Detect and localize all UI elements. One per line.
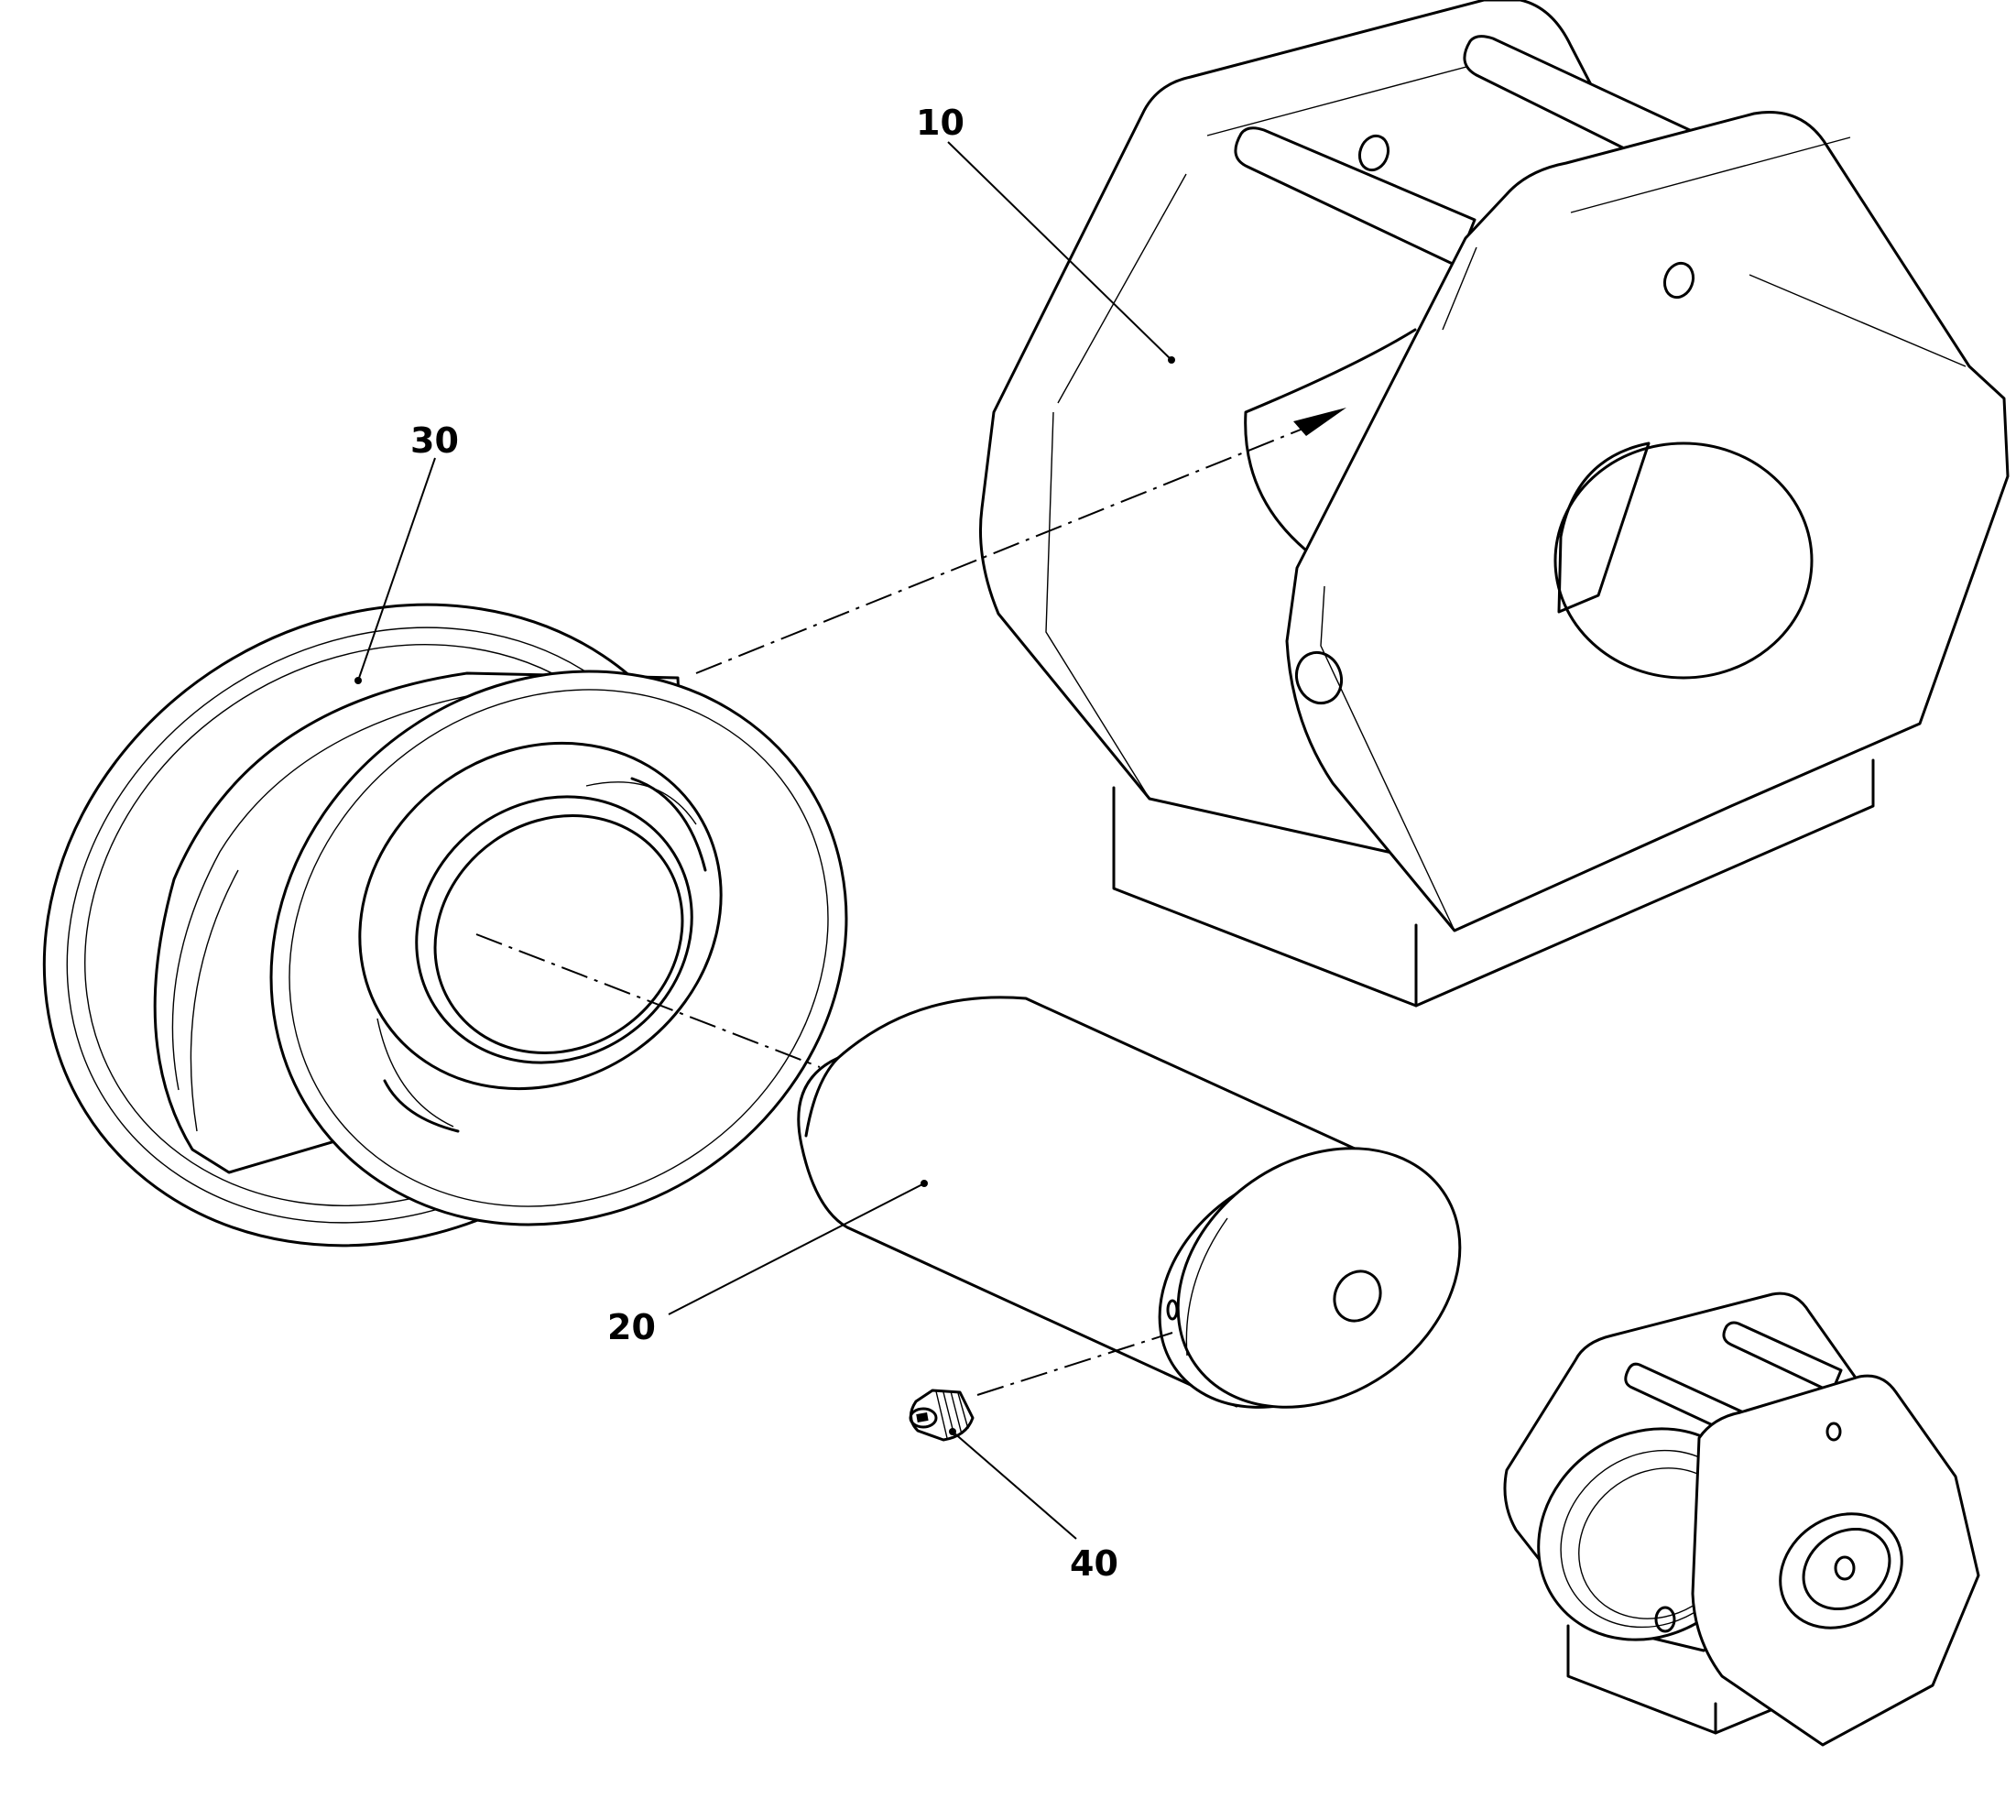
callout-20: 20	[607, 1307, 656, 1347]
callout-40: 40	[1070, 1543, 1118, 1584]
axle-part-20	[797, 996, 1462, 1409]
callout-30: 30	[410, 420, 459, 461]
leader-lines	[357, 141, 1172, 1540]
set-screw-part-40	[909, 1389, 975, 1442]
assembled-view	[1503, 1291, 1980, 1747]
callout-10: 10	[916, 103, 964, 143]
roller-part-30	[42, 603, 848, 1248]
assembly-lines	[475, 408, 1346, 1396]
housing-part-10	[979, 0, 2010, 1008]
